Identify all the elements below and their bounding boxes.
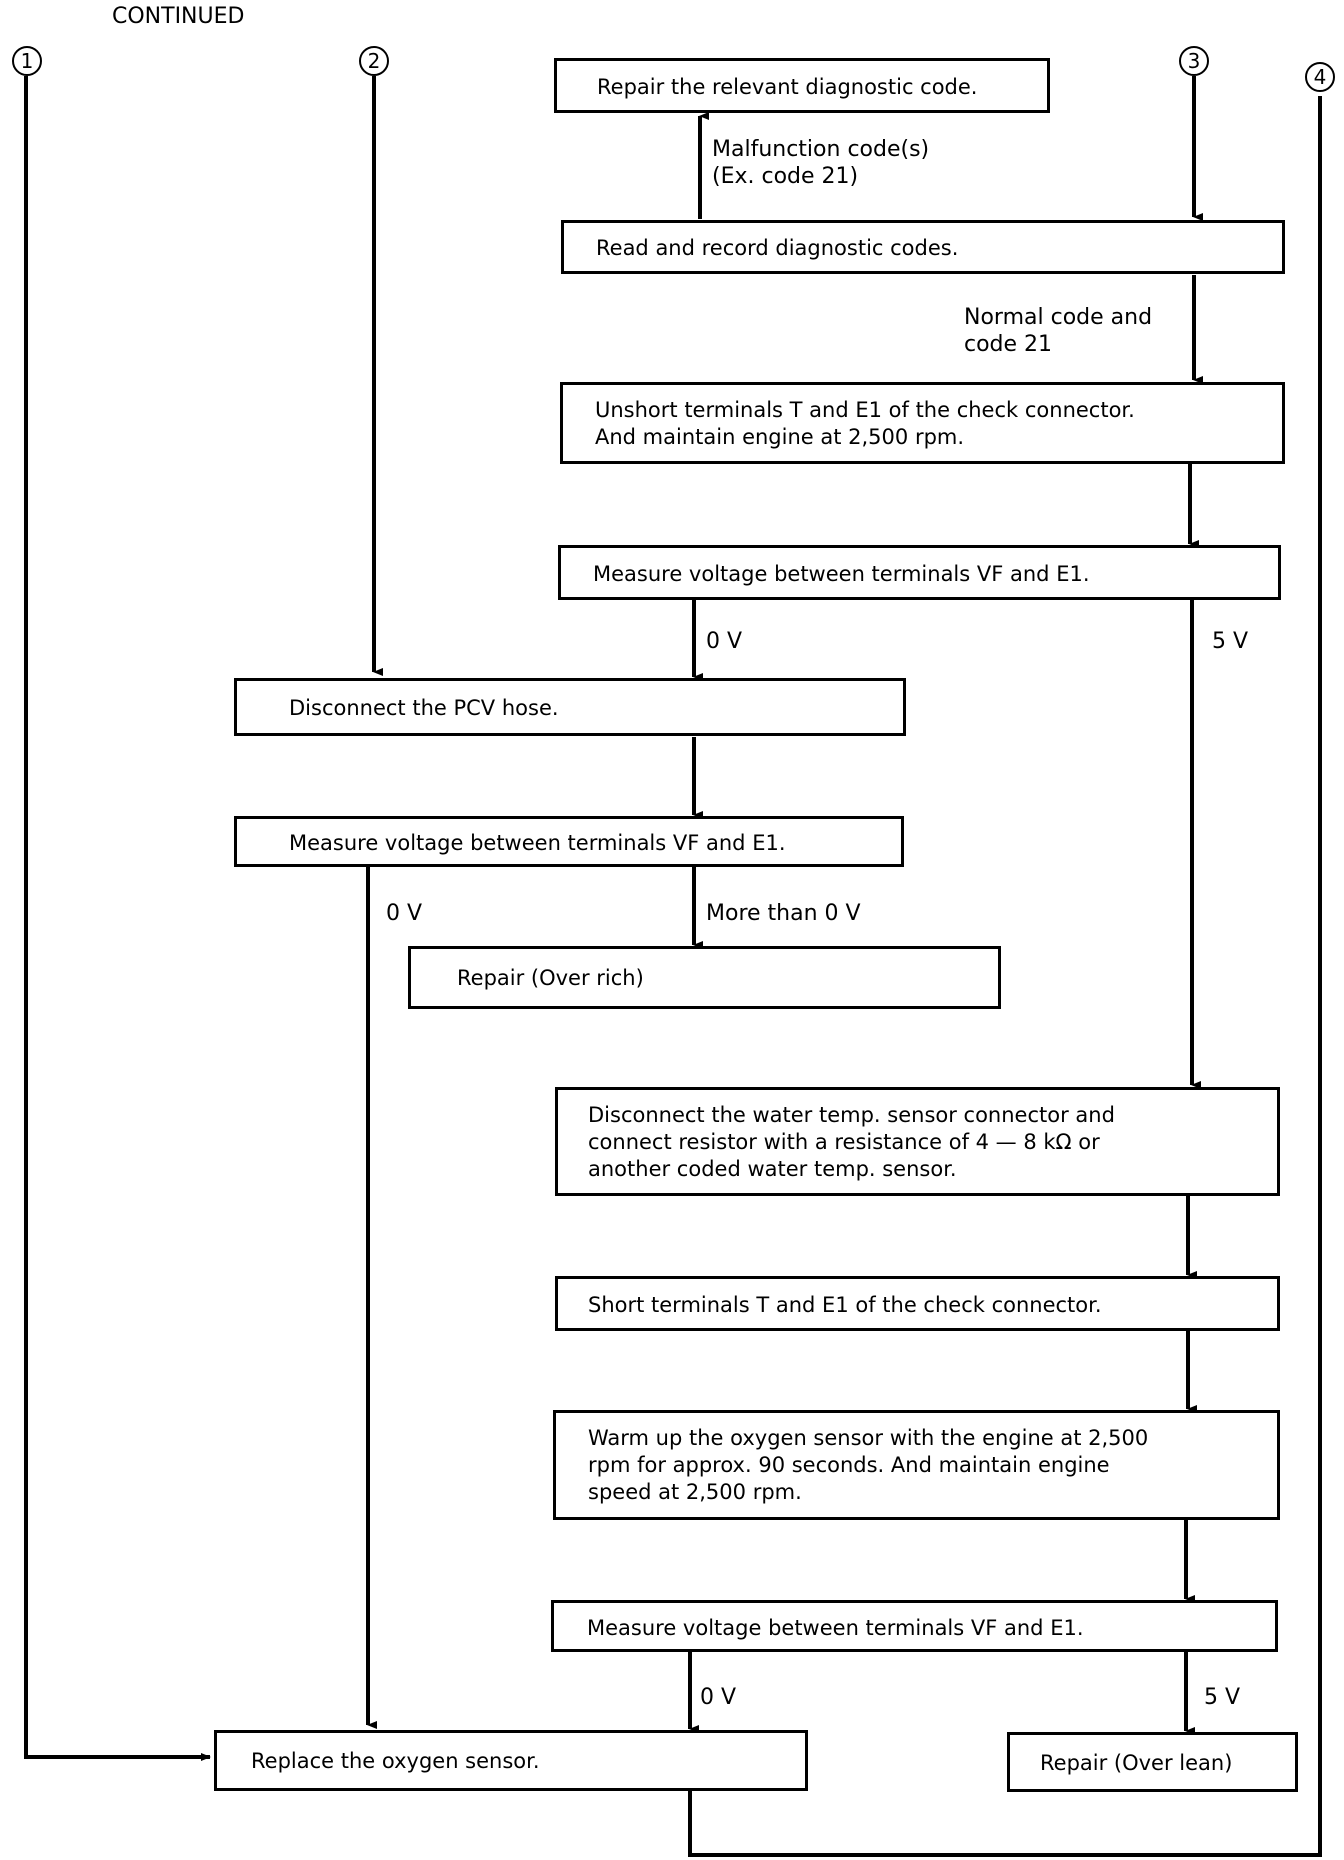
- label-malfunction-codes: Malfunction code(s) (Ex. code 21): [712, 137, 930, 189]
- label-measure3-0v: 0 V: [700, 1685, 737, 1710]
- box-disconnect-pcv-hose: Disconnect the PCV hose.: [234, 678, 906, 736]
- label-measure1-5v: 5 V: [1212, 629, 1249, 654]
- line-replace-to-c4: [688, 96, 1322, 1857]
- connector-4-icon: 4: [1305, 62, 1335, 92]
- box-warm-up-oxygen-sensor: Warm up the oxygen sensor with the engin…: [553, 1410, 1280, 1520]
- box-read-diagnostic-codes: Read and record diagnostic codes.: [561, 220, 1285, 274]
- label-measure2-0v: 0 V: [386, 901, 423, 926]
- box-measure-voltage-1: Measure voltage between terminals VF and…: [558, 545, 1281, 600]
- box-repair-over-rich: Repair (Over rich): [408, 946, 1001, 1009]
- box-measure-voltage-3: Measure voltage between terminals VF and…: [551, 1600, 1278, 1652]
- box-disconnect-water-temp-sensor: Disconnect the water temp. sensor connec…: [555, 1087, 1280, 1196]
- box-unshort-terminals: Unshort terminals T and E1 of the check …: [560, 382, 1285, 464]
- box-measure-voltage-2: Measure voltage between terminals VF and…: [234, 816, 904, 867]
- label-measure3-5v: 5 V: [1204, 1685, 1241, 1710]
- box-short-terminals: Short terminals T and E1 of the check co…: [555, 1276, 1280, 1331]
- label-normal-code: Normal code and code 21: [964, 305, 1153, 357]
- box-replace-oxygen-sensor: Replace the oxygen sensor.: [214, 1730, 808, 1791]
- connector-3-icon: 3: [1179, 46, 1209, 76]
- label-measure1-0v: 0 V: [706, 629, 743, 654]
- page-title: CONTINUED: [112, 4, 245, 29]
- connector-1-icon: 1: [12, 46, 42, 76]
- label-measure2-more-than-0v: More than 0 V: [706, 901, 861, 926]
- line-c1-to-replace: [24, 76, 211, 1761]
- box-repair-diagnostic-code: Repair the relevant diagnostic code.: [554, 58, 1050, 113]
- connector-2-icon: 2: [359, 46, 389, 76]
- box-repair-over-lean: Repair (Over lean): [1007, 1732, 1298, 1792]
